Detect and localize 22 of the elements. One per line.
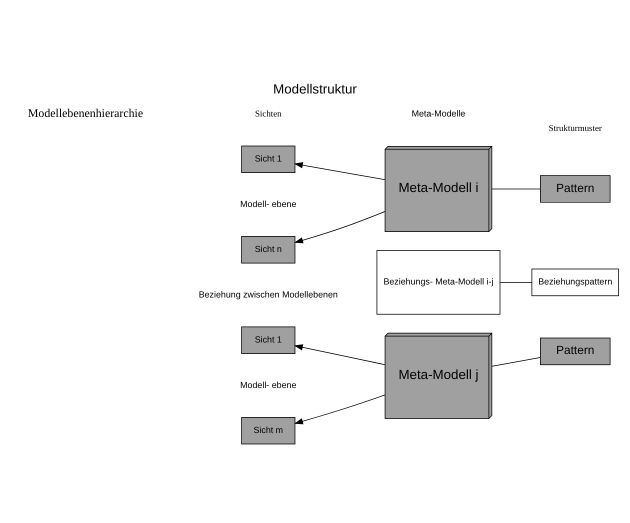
node-box: Beziehungspattern: [532, 268, 619, 296]
node-box: Sicht 1: [241, 326, 296, 354]
label: Modell- ebene: [240, 379, 296, 390]
label: Meta-Modelle: [412, 108, 466, 118]
diagram-title: Modellstruktur: [273, 81, 357, 96]
arrow: [294, 394, 386, 424]
label: Beziehung zwischen Modellebenen: [198, 288, 338, 299]
node-box: Beziehungs- Meta-Modell i-j: [376, 250, 500, 314]
label: Sichten: [254, 108, 282, 118]
node-box: Pattern: [540, 337, 610, 365]
node-box: Sicht n: [241, 236, 296, 263]
label: Strukturmuster: [548, 122, 602, 133]
arrow: [294, 210, 386, 243]
arrow: [294, 344, 386, 365]
connector: [492, 356, 541, 366]
node-box: Sicht 1: [241, 145, 296, 173]
node-box: Pattern: [540, 174, 610, 202]
connector: [492, 188, 541, 189]
label: Modellebenenhierarchie: [28, 105, 144, 120]
node-box: Sicht m: [241, 416, 296, 444]
arrow: [294, 162, 386, 180]
label: Modell- ebene: [240, 198, 296, 208]
